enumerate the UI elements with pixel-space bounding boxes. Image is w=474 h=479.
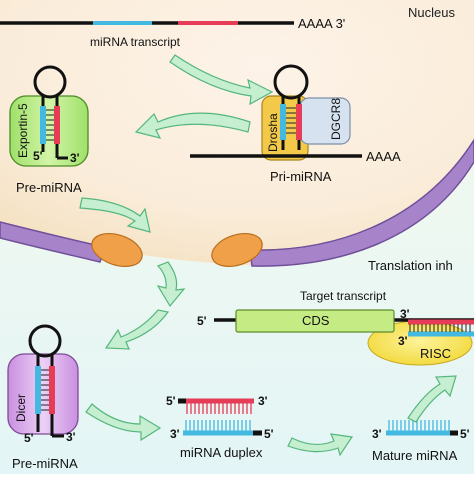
dicer-complex: Dicer 5' 3'	[7, 324, 79, 445]
dicer-hairpin-loop	[28, 324, 62, 358]
mature-mirna-label: Mature miRNA	[372, 448, 458, 463]
pri-hairpin-loop	[273, 64, 309, 100]
exportin-label: Exportin-5	[16, 103, 30, 158]
mature-5prime: 5'	[460, 427, 470, 441]
dgcr8-label: DGCR8	[329, 98, 343, 140]
arrow-dicer-to-duplex	[85, 403, 162, 442]
target-transcript-label: Target transcript	[300, 289, 387, 303]
nuclear-pore-left	[91, 233, 143, 267]
pre-mirna-nuclear-label: Pre-miRNA	[16, 180, 82, 195]
drosha-label: Drosha	[266, 113, 280, 152]
dicer-3prime: 3'	[66, 430, 76, 444]
arrow-pri-to-exportin	[134, 112, 251, 139]
dicer-5prime: 5'	[24, 431, 34, 445]
arrow-duplex-to-mature	[287, 433, 354, 457]
mirna-transcript-label: miRNA transcript	[90, 35, 181, 49]
mirna-duplex-label: miRNA duplex	[180, 445, 263, 460]
pri-red-strand	[296, 104, 302, 140]
dicer-protein	[7, 353, 79, 435]
dicer-label: Dicer	[14, 394, 28, 422]
target-transcript	[214, 309, 474, 337]
arrow-transcript-to-pri	[169, 54, 274, 106]
mature-mirna: 3' 5'	[372, 420, 470, 441]
arrow-to-nuclear-pore	[79, 197, 151, 233]
cds-region	[235, 309, 395, 333]
target-5prime: 5'	[197, 314, 207, 328]
pri-tail-label: AAAA	[366, 149, 401, 164]
translation-inhibition-label: Translation inh	[368, 258, 453, 273]
duplex-5prime-top: 5'	[166, 394, 176, 408]
pri-mirna-complex: Drosha DGCR8	[190, 64, 362, 161]
exportin-5prime: 5'	[33, 149, 43, 163]
risc-3prime: 3'	[400, 307, 410, 321]
pre-mirna-cyto-label: Pre-miRNA	[12, 456, 78, 471]
exportin-complex: Exportin-5 5' 3'	[9, 65, 89, 167]
duplex-3prime-bottom: 3'	[170, 427, 180, 441]
risc-label: RISC	[420, 346, 451, 361]
pri-blue-strand	[280, 104, 286, 140]
cds-label: CDS	[302, 313, 330, 328]
mirna-duplex: 5' 3' 3' 5'	[166, 394, 274, 441]
nucleus-region	[0, 0, 474, 266]
arrow-to-dicer	[104, 309, 170, 350]
exportin-hairpin-loop	[33, 65, 67, 99]
risc-3prime-lower: 3'	[398, 334, 408, 348]
duplex-5prime-bottom: 5'	[264, 427, 274, 441]
arrow-mature-to-risc	[407, 375, 457, 423]
nucleus-label: Nucleus	[408, 5, 455, 20]
arrow-export-to-cytoplasm	[156, 261, 186, 308]
nuclear-pore-right	[211, 233, 263, 267]
exportin-3prime: 3'	[70, 151, 80, 165]
nuclear-envelope-left	[0, 221, 106, 263]
pri-mirna-label: Pri-miRNA	[270, 169, 332, 184]
duplex-3prime-top: 3'	[258, 394, 268, 408]
transcript-tail-label: AAAA 3'	[298, 16, 345, 31]
mature-3prime: 3'	[372, 427, 382, 441]
nuclear-envelope-right	[249, 138, 474, 267]
